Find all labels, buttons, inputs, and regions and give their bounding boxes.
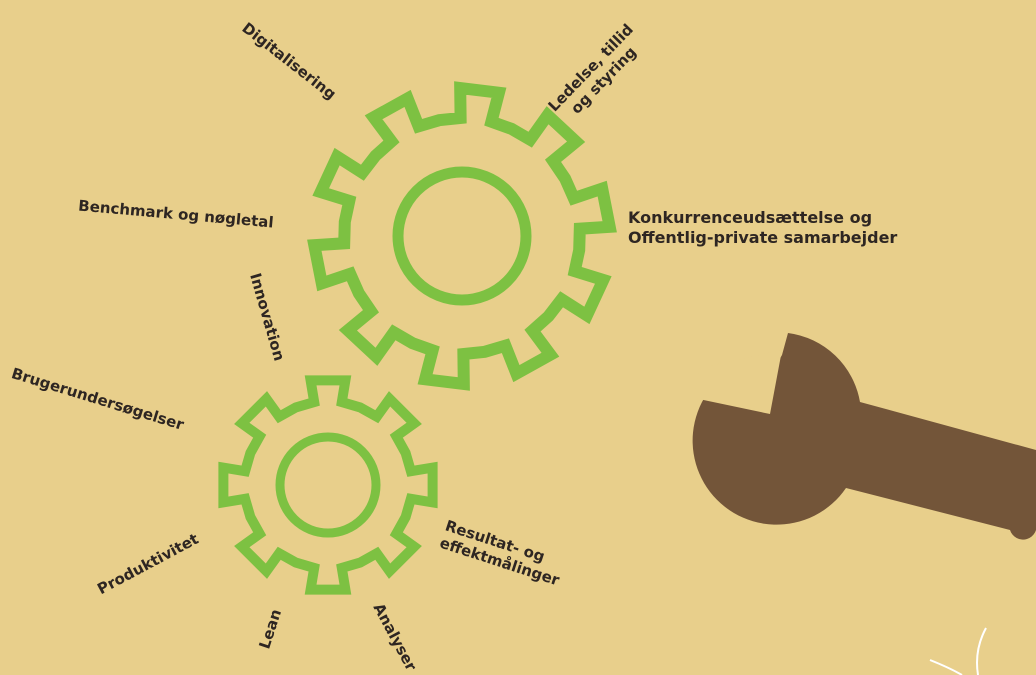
large-gear-icon	[307, 81, 617, 391]
decorative-strokes	[929, 627, 987, 675]
wrench-icon	[692, 333, 1036, 540]
label-konkurrenceudsaettelse: Konkurrenceudsættelse og Offentlig-priva…	[628, 208, 898, 247]
small-gear-icon	[218, 375, 438, 595]
